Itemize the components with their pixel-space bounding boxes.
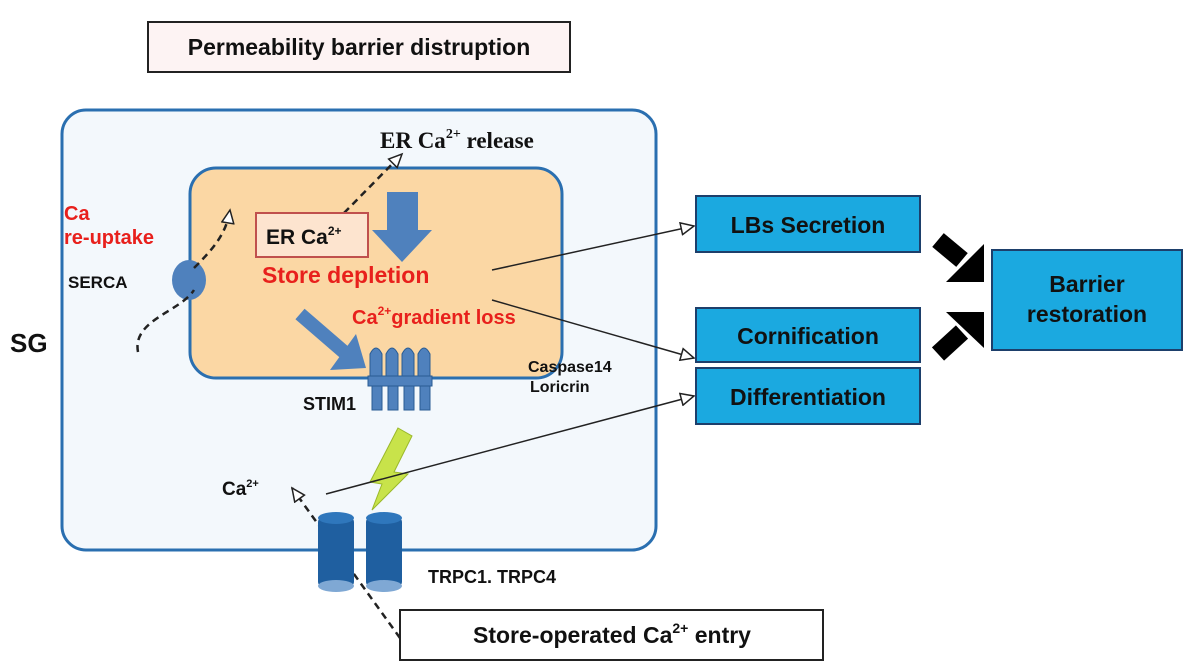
store-depletion-label: Store depletion (262, 262, 429, 288)
er-release-arrow (343, 154, 402, 214)
arrow-to-cornification (491, 299, 694, 358)
barrier-label-line1: Barrier (1049, 271, 1124, 297)
sg-label: SG (10, 328, 48, 358)
differentiation-box: Differentiation (695, 367, 921, 425)
stim1-activation-arrow (295, 308, 366, 370)
soce-label: Store-operated Ca2+ entry (473, 620, 751, 648)
cornification-box: Cornification (695, 307, 921, 363)
lbs-secretion-label: LBs Secretion (731, 212, 886, 238)
er-release-label: ER Ca2+ release (380, 127, 534, 153)
lbs-to-barrier-arrow (932, 233, 984, 282)
reuptake-label-line1: Ca (64, 203, 90, 225)
trpc-channel (318, 512, 402, 592)
title-box: Permeability barrier distruption (147, 21, 571, 73)
barrier-label-line2: restoration (1027, 301, 1147, 327)
trpc-label: TRPC1. TRPC4 (428, 567, 556, 587)
title-text: Permeability barrier distruption (188, 34, 531, 60)
store-depletion-arrow (372, 192, 432, 262)
er-calcium-label: ER Ca2+ (266, 224, 342, 249)
stim1-label: STIM1 (303, 394, 356, 414)
reuptake-arrow (136, 210, 230, 353)
gradient-loss-label: Ca2+gradient loss (352, 304, 516, 329)
soce-arrow (292, 488, 402, 639)
differentiation-label: Differentiation (730, 384, 886, 410)
stim1-channel (367, 347, 433, 411)
cytosolic-calcium-label: Ca2+ (222, 478, 259, 500)
arrow-to-lbs (491, 226, 694, 271)
caspase-label: Caspase14 (528, 359, 612, 376)
arrow-to-differentiation (325, 396, 694, 495)
lbs-secretion-box: LBs Secretion (695, 195, 921, 253)
barrier-restoration-box: Barrier restoration (991, 249, 1183, 351)
serca-pump (172, 260, 206, 300)
cornification-to-barrier-arrow (931, 312, 984, 361)
reuptake-label-line2: re-uptake (64, 227, 154, 249)
serca-label: SERCA (68, 273, 128, 292)
er-calcium-box: ER Ca2+ (255, 212, 369, 258)
cornification-label: Cornification (737, 323, 879, 349)
soce-box: Store-operated Ca2+ entry (399, 609, 824, 661)
loricrin-label: Loricrin (530, 379, 590, 396)
